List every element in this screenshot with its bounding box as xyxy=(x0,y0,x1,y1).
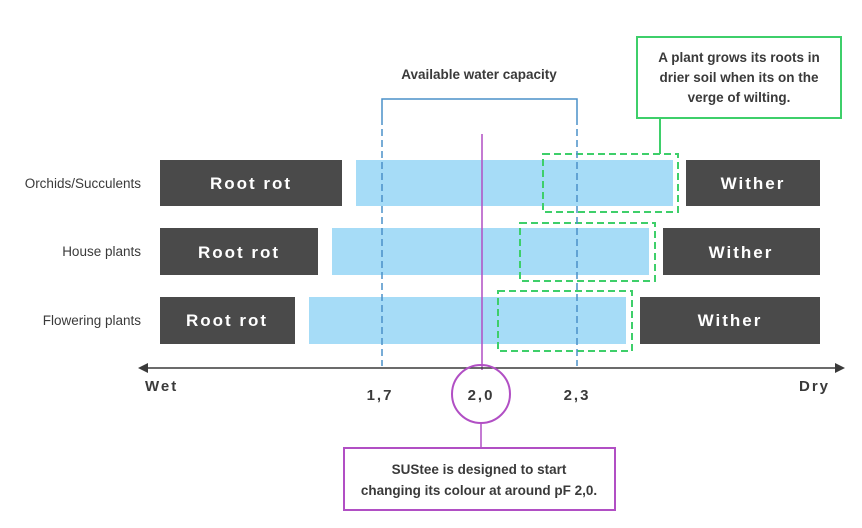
root-rot-label-orchids: Root rot xyxy=(210,174,292,193)
roots-note-line-2: drier soil when its on the xyxy=(659,70,819,85)
roots-note-box xyxy=(636,36,842,119)
capacity-bracket xyxy=(381,98,578,118)
water-bar-orchids xyxy=(356,160,673,206)
axis-arrow-right-icon xyxy=(835,363,845,373)
wither-bar-flowering xyxy=(640,297,820,344)
root-rot-bar-orchids xyxy=(160,160,342,206)
water-bar-house xyxy=(332,228,649,275)
wither-label-orchids: Wither xyxy=(721,174,786,193)
row-label-house: House plants xyxy=(62,244,141,259)
roots-note-line-1: A plant grows its roots in xyxy=(658,50,820,65)
root-rot-bar-flowering xyxy=(160,297,295,344)
wither-bar-house xyxy=(663,228,820,275)
sustee-note-line-1: SUStee is designed to start xyxy=(392,462,567,477)
root-rot-bar-house xyxy=(160,228,318,275)
root-rot-label-house: Root rot xyxy=(198,243,280,262)
tick-label-2-3: 2,3 xyxy=(564,387,591,404)
tick-label-2-0: 2,0 xyxy=(468,387,495,404)
row-label-flowering: Flowering plants xyxy=(43,313,142,328)
roots-zone-orchids xyxy=(542,153,679,213)
sustee-note-box xyxy=(343,447,616,511)
sustee-note-line-2: changing its colour at around pF 2,0. xyxy=(361,483,597,498)
water-bar-flowering xyxy=(309,297,626,344)
roots-zone-house xyxy=(519,222,656,282)
root-rot-label-flowering: Root rot xyxy=(186,311,268,330)
axis-label-wet: Wet xyxy=(145,378,178,395)
roots-zone-flowering xyxy=(497,290,633,352)
wither-label-flowering: Wither xyxy=(698,311,763,330)
axis-arrow-left-icon xyxy=(138,363,148,373)
axis-label-dry: Dry xyxy=(799,378,830,395)
tick-label-1-7: 1,7 xyxy=(367,387,394,404)
wither-label-house: Wither xyxy=(709,243,774,262)
wither-bar-orchids xyxy=(686,160,820,206)
roots-note-line-3: verge of wilting. xyxy=(688,90,791,105)
row-label-orchids: Orchids/Succulents xyxy=(25,176,142,191)
capacity-label: Available water capacity xyxy=(401,67,557,82)
